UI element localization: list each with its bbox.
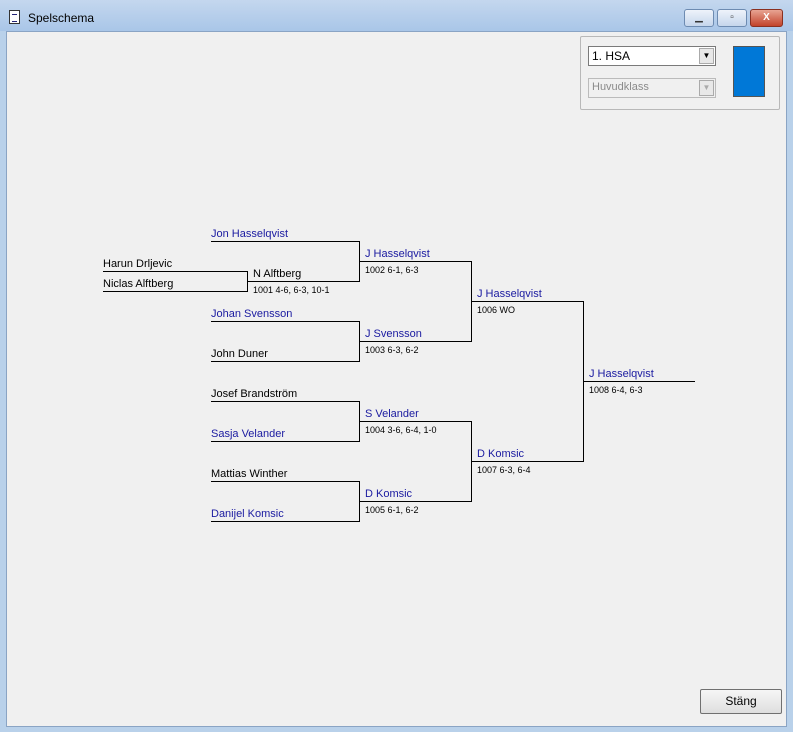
match-score[interactable]: 1004 3-6, 6-4, 1-0 <box>365 425 437 435</box>
match-score[interactable]: 1005 6-1, 6-2 <box>365 505 419 515</box>
player-name[interactable]: John Duner <box>211 348 268 360</box>
match-winner[interactable]: D Komsic <box>365 488 413 500</box>
client-area <box>6 31 787 727</box>
chevron-down-icon[interactable]: ▼ <box>699 48 714 64</box>
category-select: Huvudklass ▼ <box>588 78 716 98</box>
match-score[interactable]: 1002 6-1, 6-3 <box>365 265 419 275</box>
match-winner[interactable]: N Alftberg <box>253 268 302 280</box>
bracket-line <box>359 421 471 422</box>
bracket-line <box>103 291 247 292</box>
bracket-line <box>247 281 359 282</box>
match-score[interactable]: 1008 6-4, 6-3 <box>589 385 643 395</box>
player-name[interactable]: Josef Brandström <box>211 388 298 400</box>
match-score[interactable]: 1006 WO <box>477 305 516 315</box>
chevron-down-icon: ▼ <box>699 80 714 96</box>
match-winner[interactable]: J Hasselqvist <box>365 248 430 260</box>
minimize-button[interactable]: ▁ <box>684 9 714 27</box>
bracket-line <box>359 261 471 262</box>
match-winner[interactable]: J Svensson <box>365 328 422 340</box>
bracket-line <box>211 361 359 362</box>
match-score[interactable]: 1001 4-6, 6-3, 10-1 <box>253 285 330 295</box>
bracket-line <box>583 381 695 382</box>
match-winner[interactable]: J Hasselqvist <box>477 288 542 300</box>
bracket-line <box>211 521 359 522</box>
bracket-line <box>359 501 471 502</box>
bracket-line <box>471 461 583 462</box>
selection-group <box>580 36 780 110</box>
bracket-line <box>211 321 359 322</box>
category-select-value: Huvudklass <box>592 81 649 93</box>
match-winner[interactable]: J Hasselqvist <box>589 368 654 380</box>
match-winner[interactable]: S Velander <box>365 408 419 420</box>
bracket-line <box>211 241 359 242</box>
player-name[interactable]: Jon Hasselqvist <box>211 228 289 240</box>
player-name[interactable]: Harun Drljevic <box>103 258 173 270</box>
bracket-line <box>211 481 359 482</box>
close-window-button[interactable]: X <box>750 9 783 27</box>
bracket-line <box>211 401 359 402</box>
class-select-value: 1. HSA <box>592 49 631 63</box>
player-name[interactable]: Mattias Winther <box>211 468 288 480</box>
player-name[interactable]: Niclas Alftberg <box>103 278 174 290</box>
bracket-line <box>211 441 359 442</box>
player-name[interactable]: Danijel Komsic <box>211 508 284 520</box>
player-name[interactable]: Sasja Velander <box>211 428 285 440</box>
bracket-line <box>471 301 583 302</box>
title-bar: Spelschema ▁ ▫ X <box>0 0 793 31</box>
match-score[interactable]: 1003 6-3, 6-2 <box>365 345 419 355</box>
player-name[interactable]: Johan Svensson <box>211 308 293 320</box>
color-swatch <box>733 46 765 97</box>
window-title: Spelschema <box>28 11 95 25</box>
document-icon <box>9 10 20 24</box>
bracket-line <box>103 271 247 272</box>
match-winner[interactable]: D Komsic <box>477 448 525 460</box>
match-score[interactable]: 1007 6-3, 6-4 <box>477 465 531 475</box>
bracket-line <box>359 341 471 342</box>
class-select[interactable]: 1. HSA ▼ <box>588 46 716 66</box>
close-button[interactable]: Stäng <box>700 689 782 714</box>
maximize-button[interactable]: ▫ <box>717 9 747 27</box>
